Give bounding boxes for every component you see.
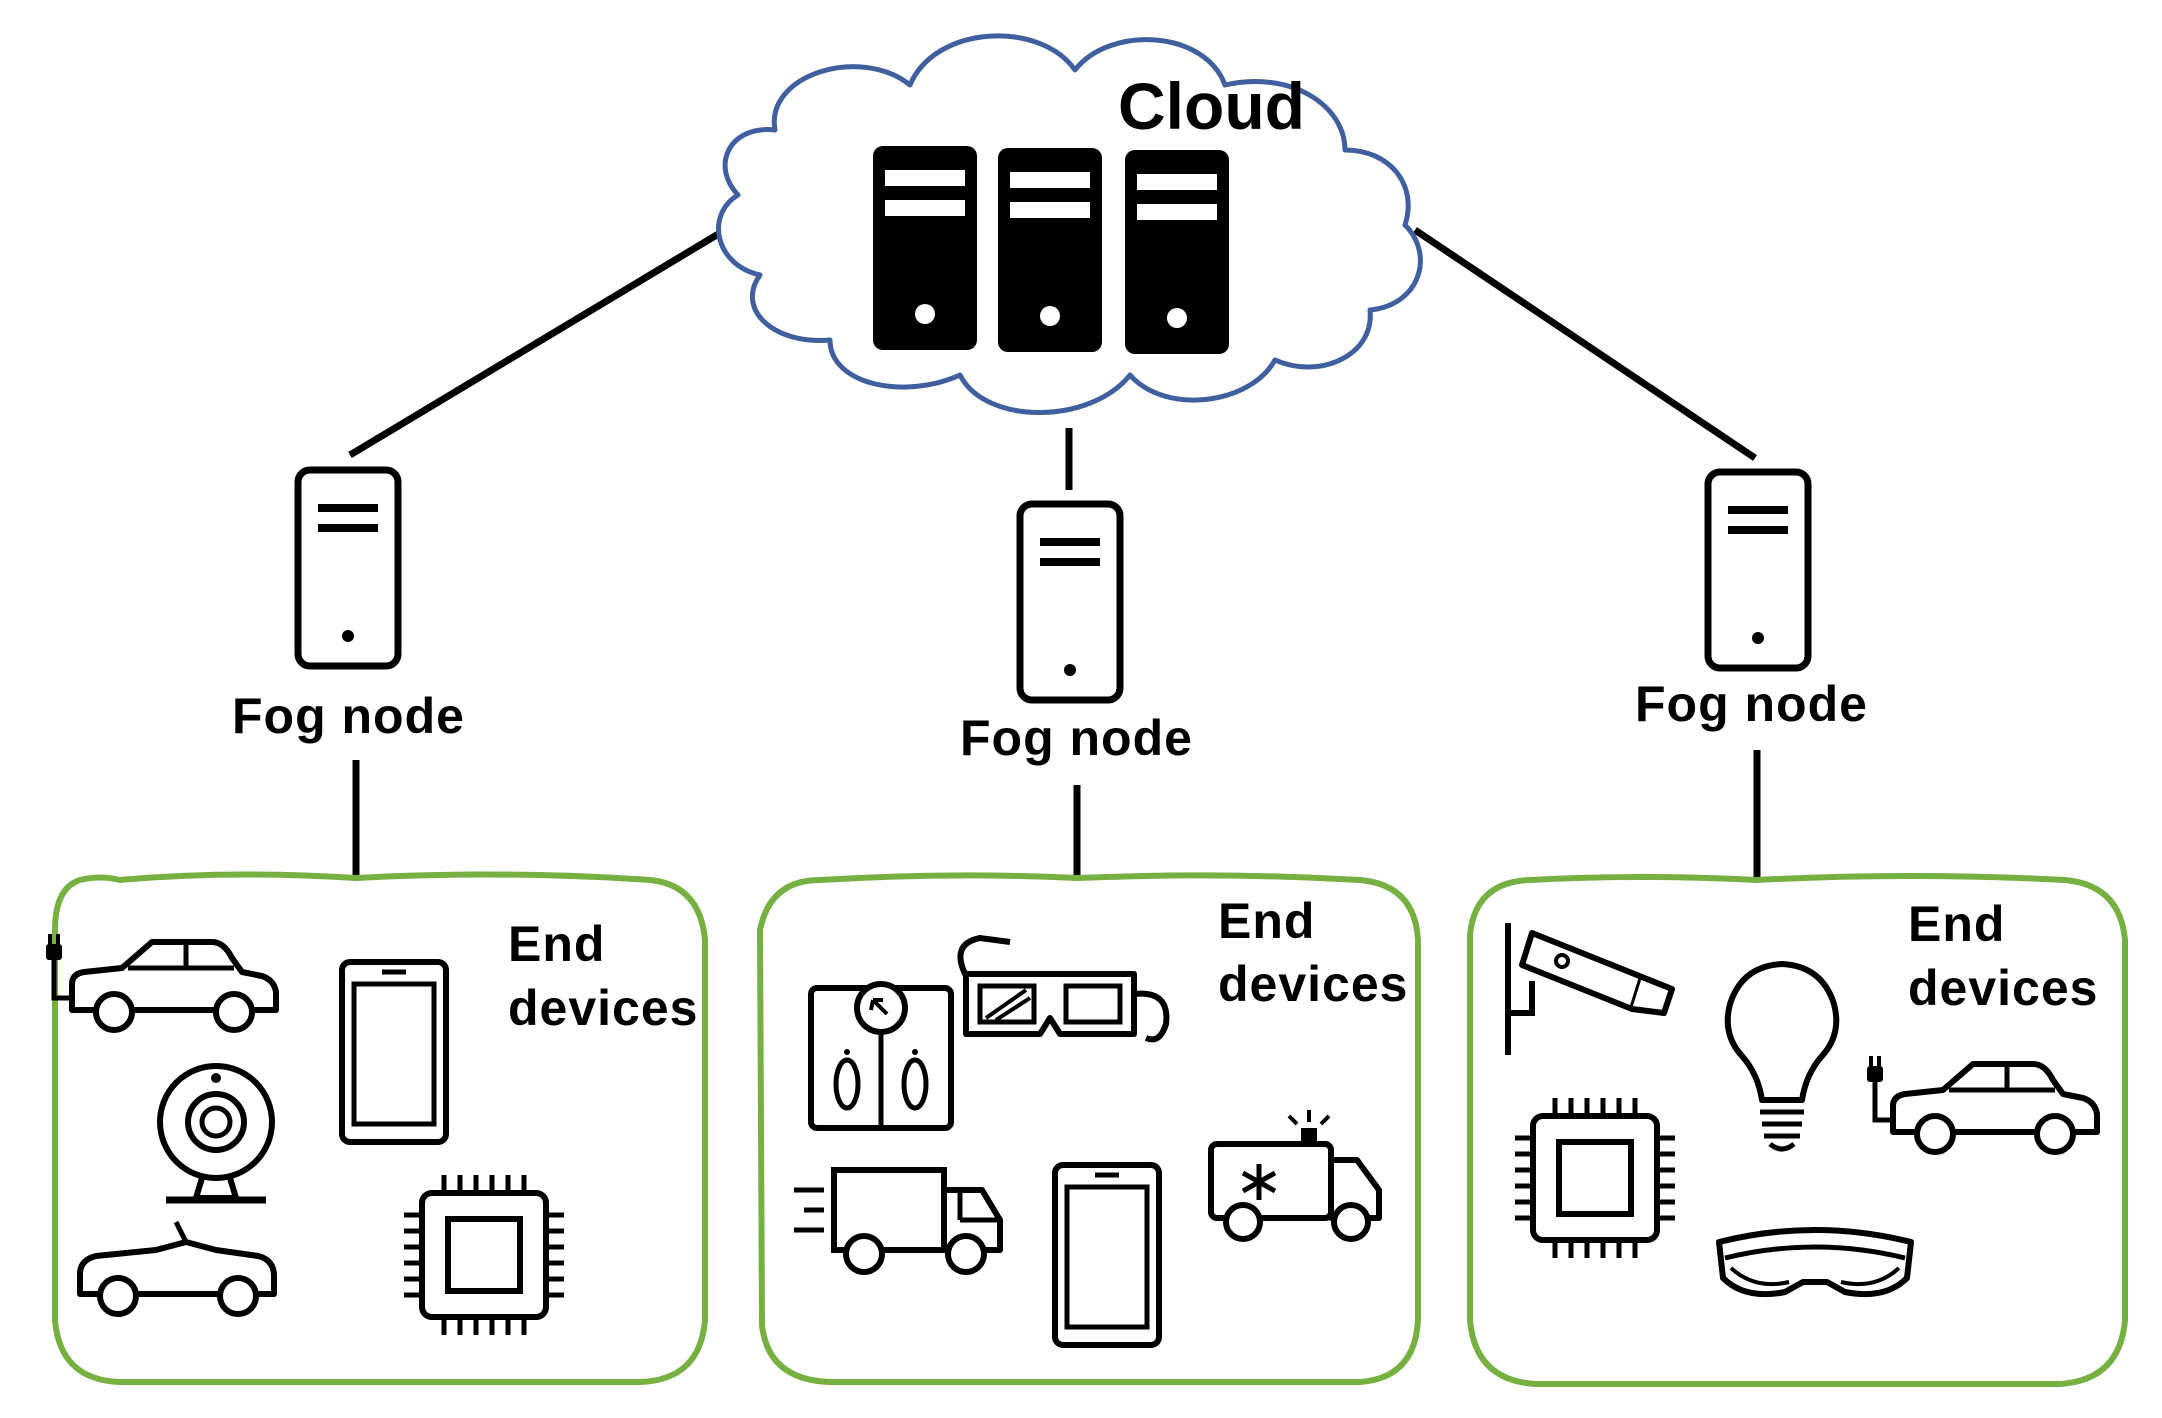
fog-node-left — [298, 470, 398, 666]
fog-node-right — [1708, 472, 1808, 668]
server-icon — [873, 146, 977, 350]
cloud — [716, 33, 1423, 415]
server-icon — [998, 148, 1102, 352]
server-icon — [1125, 150, 1229, 354]
link-cloud-fog-left — [348, 226, 727, 459]
end-devices-label-center-line1: End — [1218, 893, 1316, 949]
fog-node-label-right: Fog node — [1635, 676, 1868, 732]
connection-lines — [348, 226, 1761, 882]
fog-node-center — [1020, 504, 1120, 700]
fog-node-label-left: Fog node — [232, 688, 465, 744]
chip-icon — [404, 1175, 564, 1335]
end-devices-label-right-line1: End — [1908, 896, 2006, 952]
end-devices-label-center-line2: devices — [1218, 956, 1409, 1012]
fog-node-label-center: Fog node — [960, 710, 1193, 766]
smart-scale-icon — [811, 984, 951, 1128]
tablet-icon — [1055, 1165, 1159, 1345]
tablet-icon — [342, 962, 446, 1142]
vr-headset-icon — [1719, 1230, 1911, 1294]
link-cloud-fog-right — [1413, 227, 1757, 461]
end-devices-label-left-line2: devices — [508, 980, 699, 1036]
end-devices-label-right-line2: devices — [1908, 960, 2099, 1016]
chip-icon — [1515, 1098, 1675, 1258]
cloud-label: Cloud — [1118, 69, 1305, 143]
end-devices-label-left-line1: End — [508, 916, 606, 972]
